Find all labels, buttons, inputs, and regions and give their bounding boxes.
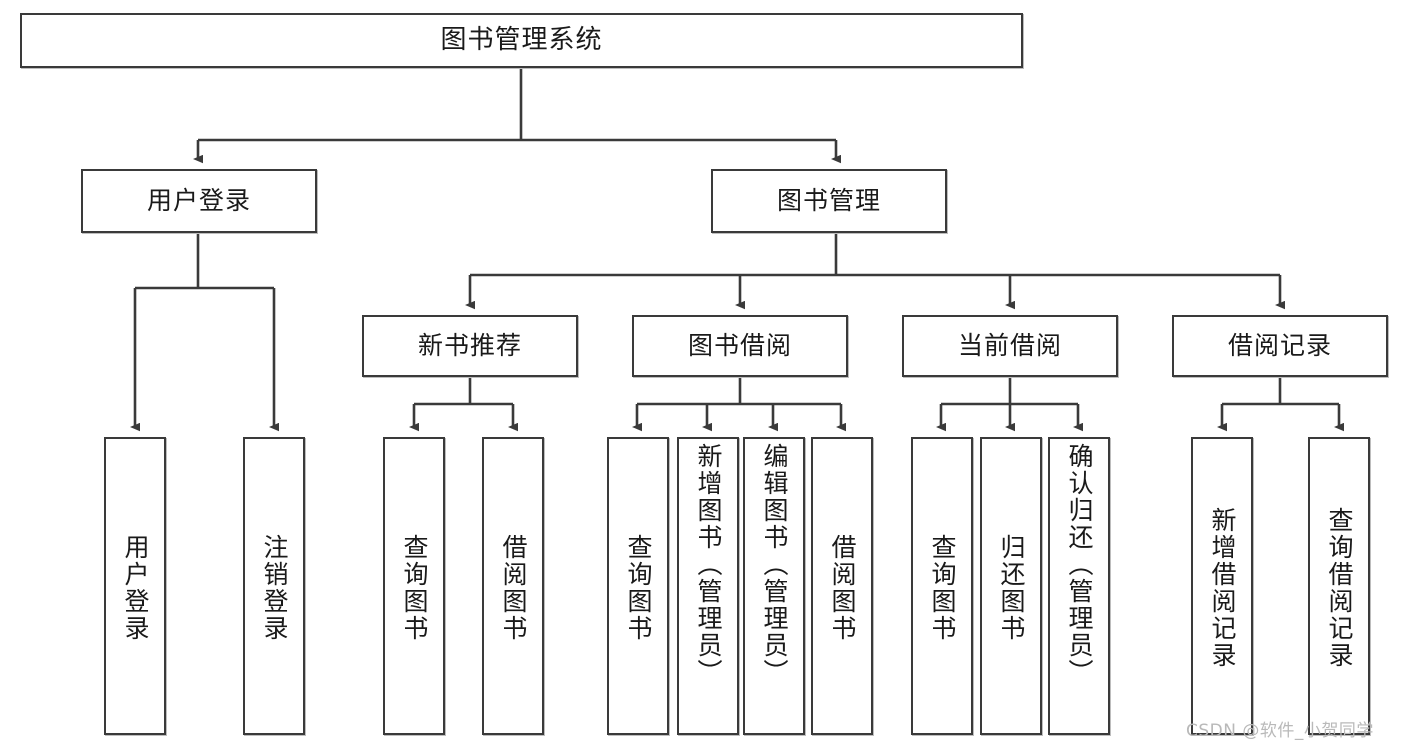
node-label: 借阅图书: [499, 534, 528, 642]
node-label: 编辑图书（管理员）: [760, 443, 789, 686]
leaf-new-book-query[interactable]: 查询图书: [383, 437, 445, 735]
node-user-login[interactable]: 用户登录: [81, 169, 317, 233]
node-label: 用户登录: [146, 186, 251, 216]
node-book-management[interactable]: 图书管理: [711, 169, 947, 233]
node-label: 当前借阅: [957, 331, 1062, 361]
leaf-new-book-borrow[interactable]: 借阅图书: [482, 437, 544, 735]
leaf-book-borrow-edit[interactable]: 编辑图书（管理员）: [743, 437, 805, 735]
node-label: 查询借阅记录: [1325, 507, 1354, 669]
node-book-borrow[interactable]: 图书借阅: [632, 315, 848, 377]
leaf-book-borrow-borrow[interactable]: 借阅图书: [811, 437, 873, 735]
node-borrow-record[interactable]: 借阅记录: [1172, 315, 1388, 377]
node-label: 新增借阅记录: [1208, 507, 1237, 669]
leaf-user-login-logout[interactable]: 注销登录: [243, 437, 305, 735]
leaf-book-borrow-query[interactable]: 查询图书: [607, 437, 669, 735]
node-label: 注销登录: [260, 534, 289, 642]
node-new-book-recommend[interactable]: 新书推荐: [362, 315, 578, 377]
leaf-user-login-login[interactable]: 用户登录: [104, 437, 166, 735]
node-label: 图书管理系统: [440, 25, 603, 56]
node-root-system[interactable]: 图书管理系统: [20, 13, 1023, 68]
node-label: 用户登录: [121, 534, 150, 642]
node-label: 查询图书: [400, 534, 429, 642]
leaf-borrow-record-add[interactable]: 新增借阅记录: [1191, 437, 1253, 735]
node-label: 借阅记录: [1227, 331, 1332, 361]
leaf-current-borrow-query[interactable]: 查询图书: [911, 437, 973, 735]
leaf-current-borrow-confirm-return[interactable]: 确认归还（管理员）: [1048, 437, 1110, 735]
node-current-borrow[interactable]: 当前借阅: [902, 315, 1118, 377]
leaf-current-borrow-return[interactable]: 归还图书: [980, 437, 1042, 735]
node-label: 归还图书: [997, 534, 1026, 642]
node-label: 新书推荐: [417, 331, 522, 361]
node-label: 图书管理: [776, 186, 881, 216]
node-label: 图书借阅: [687, 331, 792, 361]
node-label: 新增图书（管理员）: [694, 443, 723, 686]
node-label: 查询图书: [624, 534, 653, 642]
leaf-borrow-record-query[interactable]: 查询借阅记录: [1308, 437, 1370, 735]
node-label: 借阅图书: [828, 534, 857, 642]
csdn-watermark: CSDN @软件_小贺同学: [1186, 721, 1374, 741]
node-label: 确认归还（管理员）: [1065, 443, 1094, 686]
leaf-book-borrow-add[interactable]: 新增图书（管理员）: [677, 437, 739, 735]
node-label: 查询图书: [928, 534, 957, 642]
